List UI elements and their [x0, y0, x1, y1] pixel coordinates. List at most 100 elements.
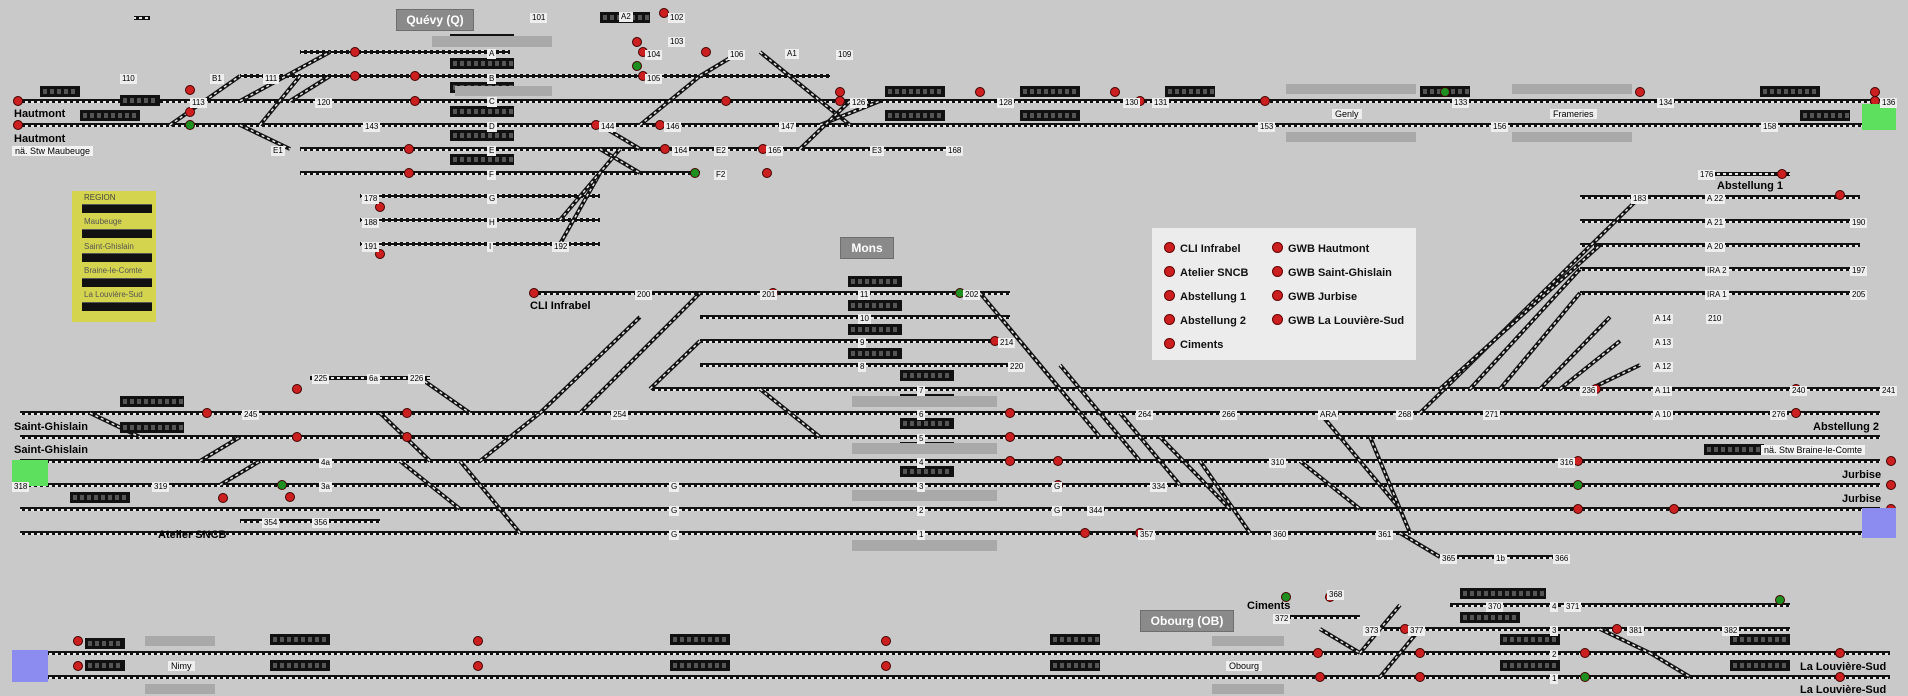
- train-block-icon[interactable]: [1730, 634, 1790, 645]
- track-label[interactable]: A 10: [1653, 410, 1674, 420]
- track-label[interactable]: 2: [1550, 650, 1559, 660]
- track-segment[interactable]: [20, 411, 1880, 415]
- line-end-hautmont[interactable]: [1862, 104, 1896, 130]
- signal-icon[interactable]: [473, 636, 483, 646]
- signal-icon[interactable]: [1777, 169, 1787, 179]
- region-item[interactable]: Maubeuge: [84, 217, 122, 226]
- track-label[interactable]: E: [487, 146, 497, 156]
- switch-connector[interactable]: [239, 123, 291, 151]
- track-label[interactable]: 6a: [367, 374, 380, 384]
- track-label[interactable]: G: [1052, 482, 1063, 492]
- signal-icon[interactable]: [1415, 672, 1425, 682]
- station-plate-mons[interactable]: Mons: [840, 237, 894, 259]
- signal-icon[interactable]: [1835, 190, 1845, 200]
- signal-icon[interactable]: [410, 71, 420, 81]
- region-block-louviere[interactable]: [82, 278, 152, 287]
- legend-item-abstellung1[interactable]: Abstellung 1: [1164, 290, 1246, 303]
- signal-icon[interactable]: [1669, 504, 1679, 514]
- signal-icon[interactable]: [701, 47, 711, 57]
- line-end-saint-ghislain[interactable]: [12, 460, 48, 486]
- track-segment[interactable]: [640, 147, 950, 151]
- track-segment[interactable]: [240, 519, 380, 523]
- signal-icon[interactable]: [721, 96, 731, 106]
- legend-item-gwb-hautmont[interactable]: GWB Hautmont: [1272, 242, 1369, 255]
- train-block-icon[interactable]: [270, 634, 330, 645]
- switch-connector[interactable]: [648, 339, 702, 391]
- signal-icon[interactable]: [375, 202, 385, 212]
- track-label[interactable]: IRA 1: [1705, 290, 1729, 300]
- signal-icon[interactable]: [1835, 648, 1845, 658]
- signal-icon[interactable]: [1886, 480, 1896, 490]
- legend-item-gwb-louviere[interactable]: GWB La Louvière-Sud: [1272, 314, 1404, 327]
- switch-connector[interactable]: [558, 147, 622, 222]
- track-segment[interactable]: [20, 675, 1890, 679]
- signal-icon[interactable]: [1005, 408, 1015, 418]
- train-block-icon[interactable]: [885, 86, 945, 97]
- track-segment[interactable]: [20, 99, 1890, 103]
- track-label[interactable]: 4a: [319, 458, 332, 468]
- signal-icon[interactable]: [632, 37, 642, 47]
- track-segment[interactable]: [20, 123, 1890, 127]
- region-block-saint-ghislain[interactable]: [82, 229, 152, 238]
- track-label[interactable]: G: [669, 530, 680, 540]
- signal-icon[interactable]: [1080, 528, 1090, 538]
- track-label[interactable]: A2: [619, 12, 633, 22]
- signal-icon[interactable]: [1053, 456, 1063, 466]
- track-label[interactable]: A 12: [1653, 362, 1674, 372]
- signal-icon[interactable]: [660, 144, 670, 154]
- signal-icon[interactable]: [1005, 432, 1015, 442]
- signal-icon[interactable]: [1110, 87, 1120, 97]
- signal-icon[interactable]: [1573, 480, 1583, 490]
- signal-icon[interactable]: [1580, 648, 1590, 658]
- track-segment[interactable]: [360, 218, 600, 222]
- signal-icon[interactable]: [473, 661, 483, 671]
- signal-icon[interactable]: [404, 144, 414, 154]
- line-end-jurbise[interactable]: [1862, 508, 1896, 538]
- train-block-icon[interactable]: [70, 492, 130, 503]
- track-label[interactable]: B: [487, 74, 497, 84]
- track-segment[interactable]: [240, 74, 830, 78]
- train-block-icon[interactable]: [1460, 588, 1546, 599]
- region-item[interactable]: La Louvière-Sud: [84, 290, 143, 299]
- train-block-icon[interactable]: [1020, 86, 1080, 97]
- track-label[interactable]: A1: [785, 49, 799, 59]
- signal-icon[interactable]: [1870, 87, 1880, 97]
- train-block-icon[interactable]: [1730, 660, 1790, 671]
- train-block-icon[interactable]: [1760, 86, 1820, 97]
- track-segment[interactable]: [700, 339, 1010, 343]
- signal-icon[interactable]: [402, 432, 412, 442]
- signal-icon[interactable]: [1635, 87, 1645, 97]
- switch-connector[interactable]: [1468, 267, 1582, 391]
- track-label[interactable]: A 14: [1653, 314, 1674, 324]
- track-label[interactable]: 5: [917, 434, 926, 444]
- signal-icon[interactable]: [975, 87, 985, 97]
- track-label[interactable]: A: [487, 49, 497, 59]
- track-segment[interactable]: [20, 651, 1890, 655]
- train-block-icon[interactable]: [1704, 444, 1764, 455]
- track-label[interactable]: G: [487, 194, 498, 204]
- track-segment[interactable]: [700, 363, 1010, 367]
- track-label[interactable]: 1: [1550, 674, 1559, 684]
- track-label[interactable]: ARA: [1318, 410, 1339, 420]
- track-segment[interactable]: [134, 16, 150, 20]
- signal-icon[interactable]: [529, 288, 539, 298]
- switch-connector[interactable]: [798, 99, 852, 151]
- legend-item-ciments[interactable]: Ciments: [1164, 338, 1223, 351]
- track-label[interactable]: 2: [917, 506, 926, 516]
- track-label[interactable]: 7: [917, 386, 926, 396]
- track-label[interactable]: 1: [917, 530, 926, 540]
- signal-icon[interactable]: [73, 636, 83, 646]
- train-block-icon[interactable]: [270, 660, 330, 671]
- track-label[interactable]: A 20: [1705, 242, 1726, 252]
- signal-icon[interactable]: [1612, 624, 1622, 634]
- signal-icon[interactable]: [632, 61, 642, 71]
- legend-item-gwb-saint-ghislain[interactable]: GWB Saint-Ghislain: [1272, 266, 1392, 279]
- track-segment[interactable]: [20, 459, 1880, 463]
- track-segment[interactable]: [300, 50, 510, 54]
- signal-icon[interactable]: [13, 96, 23, 106]
- signal-icon[interactable]: [285, 492, 295, 502]
- track-segment[interactable]: [300, 171, 700, 175]
- track-label[interactable]: D: [487, 122, 497, 132]
- signal-icon[interactable]: [1791, 408, 1801, 418]
- region-item[interactable]: Saint-Ghislain: [84, 242, 134, 251]
